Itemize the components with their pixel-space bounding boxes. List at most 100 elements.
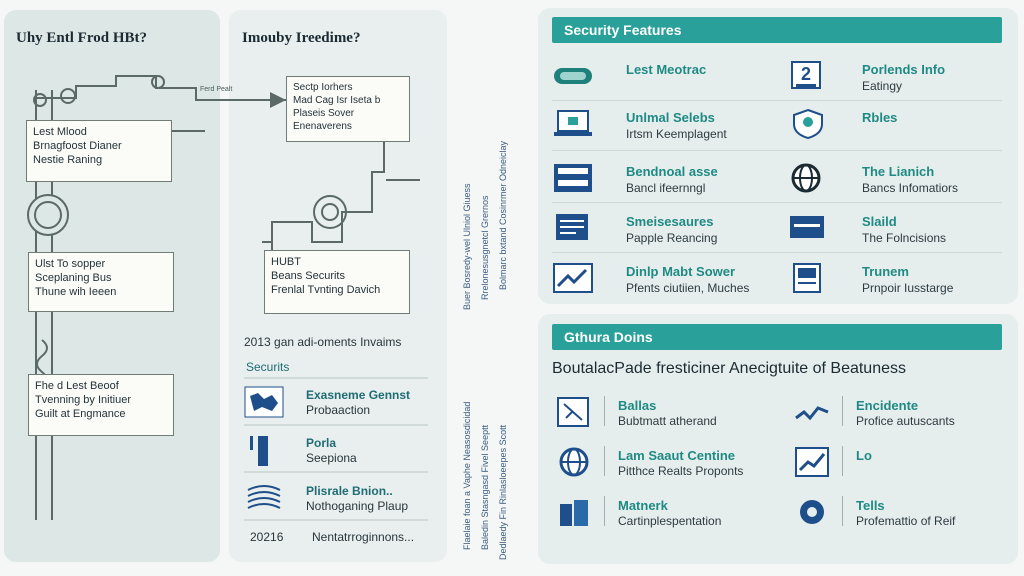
detail-item: Lam Saaut Centine Pitthce Realts Propont… [556,446,776,486]
list-item: Porla Seepiona [244,432,426,472]
box-line: Thune wih Ieeen [35,286,117,298]
vertical-label: Baledin Stasngasd Fivel Seeptt [480,424,490,550]
detail-sub: Bubtmatt atherand [618,414,717,428]
feature-sub: The Folncisions [862,231,947,245]
feature-title: Rbles [862,110,898,125]
detail-item: Encidente Profice autuscants [794,396,1014,436]
feature-title: Smeisesaures [626,214,714,229]
trend-icon [553,263,593,293]
feature-item: Rbles [788,106,1008,150]
feature-item: Dinlp Mabt Sower Pfents ciutiien, Muches [552,260,772,304]
screen-icon [556,214,588,240]
flow-box: Fhe d Lest Beoof Tvenning by Initiuer Gu… [28,374,174,436]
list-item: Exasneme Gennst Probaaction [244,384,426,424]
feature-item: Bendnoal asse Bancl ifeernngl [552,160,772,204]
item-separator [604,496,605,526]
detail-title: Matnerk [618,498,668,513]
box-line: Nestie Raning [33,154,103,166]
feature-title: Trunem [862,264,909,279]
feature-sub: Pfents ciutiien, Muches [626,281,750,295]
feature-title: Slaild [862,214,897,229]
buildings-icon [560,500,588,526]
detail-title: Lam Saaut Centine [618,448,736,463]
feature-title: Lest Meotrac [626,62,707,77]
details-panel [538,314,1018,564]
detail-item: Tells Profemattio of Reif [794,496,1014,536]
list-item-sub: Nothoganing Plaup [306,499,409,513]
caption: 2013 gan adi-oments Invaims [244,335,402,349]
feature-sub: Bancl ifeernngl [626,181,706,195]
security-features-header: Security Features [552,17,1002,43]
box-line: Lest Mlood [33,126,87,138]
feature-title: Dinlp Mabt Sower [626,264,736,279]
flow-box: Lest Mlood Brnagfoost Dianer Nestie Rani… [26,120,172,182]
feature-title: Unlmal Selebs [626,110,715,125]
feature-sub: Papple Reancing [626,231,718,245]
feature-item: Slaild The Folncisions [788,210,1008,254]
list-item-title: Exasneme Gennst [306,388,411,402]
list-header: Securits [246,360,290,374]
detail-sub: Profice autuscants [856,414,955,428]
person-badge-icon: 2 [791,61,821,89]
feature-item: Smeisesaures Papple Reancing [552,210,772,254]
vertical-label: Bolmarc bxtand Cosinrmer Odneiclay [498,140,508,290]
detail-item: Ballas Bubtmatt atherand [556,396,776,436]
list-item: Plisrale Bnion.. Nothoganing Plaup [244,480,426,520]
item-separator [604,396,605,426]
detail-title: Lo [856,448,872,463]
detail-item: Lo [794,446,1014,486]
box-line: Mad Cag Isr Iseta b [293,95,381,106]
detail-sub: Pitthce Realts Proponts [618,464,744,478]
box-line: Tvenning by Initiuer [35,394,131,406]
detail-title: Tells [856,498,885,513]
feature-item: Lest Meotrac [552,58,772,102]
row-divider [552,202,1002,203]
feature-sub: Prnpoir Iusstarge [862,281,954,295]
feature-title: The Lianich [862,164,935,179]
svg-text:2: 2 [801,64,811,84]
box-line: Ulst To sopper [35,258,106,270]
monitor-icon [790,216,824,238]
list-item-title: Plisrale Bnion.. [306,484,393,498]
feature-item: Unlmal Selebs Irtsm Keemplagent [552,106,772,150]
middle-panel-title: Imouby Ireedime? [242,30,361,46]
flow-box: Ulst To sopper Sceplaning Bus Thune wih … [28,252,174,312]
map-icon [244,386,284,418]
row-divider [552,100,1002,101]
column-icon [250,436,268,466]
gear-icon [800,500,824,524]
item-separator [842,446,843,476]
feature-title: Bendnoal asse [626,164,718,179]
vertical-label: Dedlaedy Fin Rinlasloeepes Scott [498,424,508,560]
footer-text: Nentatrroginnons... [312,530,415,544]
box-line: Frenlal Tvnting Davich [271,284,381,296]
feature-sub: Irtsm Keemplagent [626,127,727,141]
vertical-label: Buer Bosredy-wel Ulniol Giuess [462,183,472,310]
box-line: Enenaverens [293,121,352,132]
list-item-sub: Probaaction [306,403,371,417]
item-separator [604,446,605,476]
flow-box: Sectp Iorhers Mad Cag Isr Iseta b Plasei… [286,76,410,142]
item-separator [842,396,843,426]
details-subtitle: BoutalacPade fresticiner Anecigtuite of … [552,360,906,377]
flow-box: HUBT Beans Securits Frenlal Tvnting Davi… [264,250,410,314]
detail-title: Encidente [856,398,919,413]
growth-chart-icon [795,447,829,477]
detail-title: Ballas [618,398,657,413]
card-icon [554,68,592,84]
line-chart-icon [795,406,829,421]
box-line: Plaseis Sover [293,108,355,119]
detail-sub: Cartinplespentation [618,514,722,528]
list-item-sub: Seepiona [306,451,357,465]
feature-sub: Bancs Infomatiors [862,181,959,195]
globe-icon [791,163,821,193]
box-line: Beans Securits [271,270,345,282]
row-divider [552,252,1002,253]
vertical-label: Rrelonesusgnetcl Grernos [480,195,490,300]
security-features-panel [538,8,1018,304]
box-line: Sectp Iorhers [293,82,353,93]
arrow-label: Ferd Pealt [200,86,233,93]
vertical-label: Flaelaie foan a Vaphe Neasosdicidad [462,401,472,550]
list-item-title: Porla [306,436,337,450]
details-header: Gthura Doins [552,324,1002,350]
